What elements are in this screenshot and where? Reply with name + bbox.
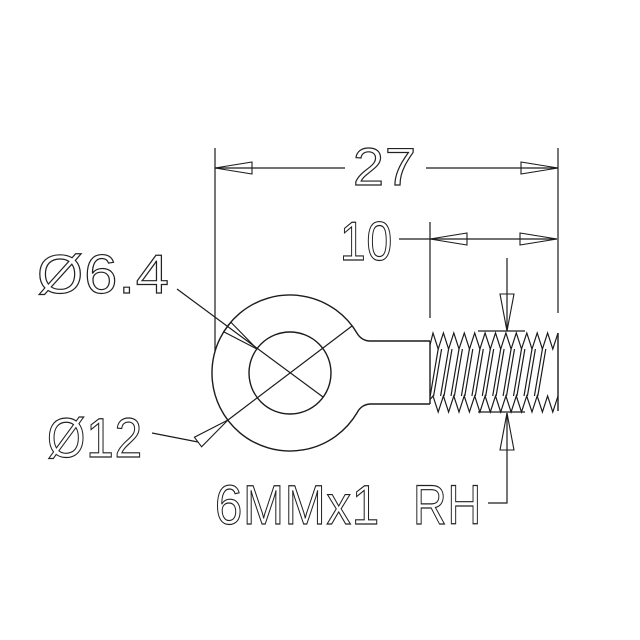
arrowhead-left-icon — [214, 161, 253, 175]
eye-inner-hole-circle — [248, 331, 332, 415]
dimension-thread-length: 10 — [339, 209, 558, 318]
thread-length-label: 10 — [340, 210, 393, 272]
thread-profile — [429, 330, 559, 414]
callout-thread-spec: 6MMx1 RH — [214, 258, 525, 537]
leader-elbow-line — [488, 413, 508, 504]
arrowhead-left-icon — [429, 232, 468, 246]
callout-hole-diameter: Ø6.4 — [36, 242, 258, 350]
thread-crests-top — [429, 330, 559, 351]
overall-length-label: 27 — [353, 138, 417, 197]
eye-diameter-label: Ø12 — [47, 406, 143, 469]
callout-eye-diameter: Ø12 — [46, 405, 229, 470]
leader-line — [151, 432, 199, 443]
hole-diameter-label: Ø6.4 — [37, 243, 170, 305]
eye-and-shank-outline — [211, 294, 430, 452]
thread-hand-label: RH — [413, 473, 482, 536]
arrowhead-down-icon — [499, 293, 515, 332]
thread-crests-bottom — [429, 394, 559, 414]
arrowhead-right-icon — [519, 232, 558, 246]
part-outline-group — [176, 288, 430, 452]
thread-size-label: 6MMx1 — [215, 473, 380, 536]
dimension-overall-length: 27 — [214, 137, 559, 351]
arrowhead-right-icon — [520, 161, 559, 175]
leader-arrowhead-icon — [193, 419, 229, 448]
inner-diameter-line — [176, 288, 324, 398]
thread-flank-lines — [429, 348, 547, 397]
leader-arrowhead-icon — [222, 321, 258, 350]
